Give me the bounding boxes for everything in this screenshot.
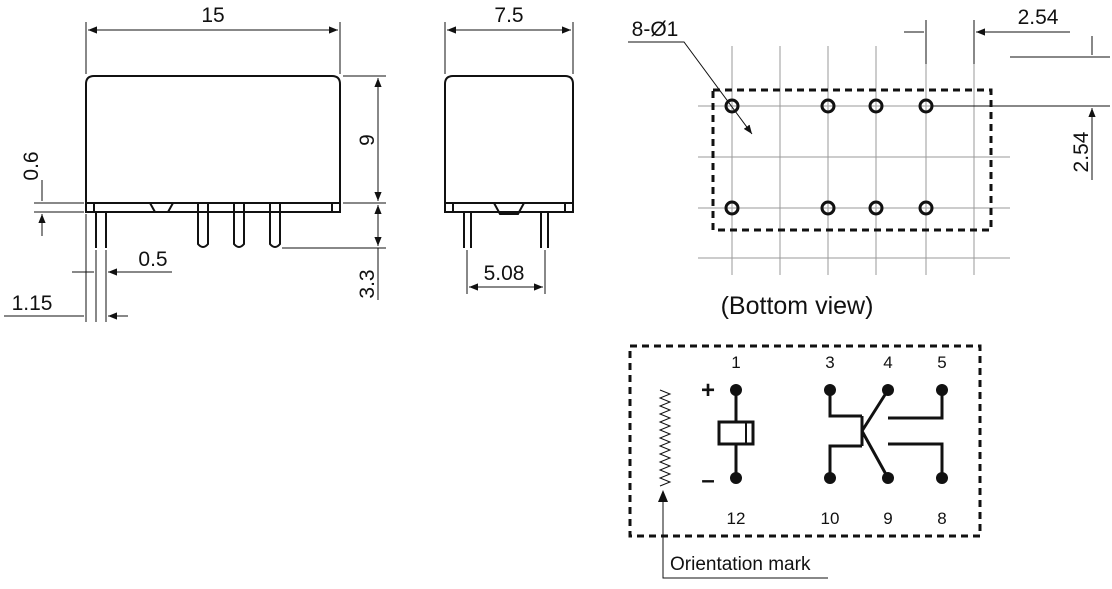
front-pin-3 xyxy=(269,203,281,248)
orientation-leader xyxy=(662,497,828,579)
side-pin-right xyxy=(540,212,549,248)
pin-number: 12 xyxy=(727,509,746,528)
pin-number: 9 xyxy=(883,509,892,528)
dim-row-spacing-label: 5.08 xyxy=(484,262,525,285)
side-view: 7.5 5.08 xyxy=(444,4,574,294)
pad-hole xyxy=(724,200,740,216)
dim-pitch-x-label: 2.54 xyxy=(1018,6,1059,29)
dim-15-ext xyxy=(85,22,341,74)
pin-number: 10 xyxy=(821,509,840,528)
pin-dot xyxy=(882,472,894,484)
front-view: 15 9 3.3 0.6 0.5 1.15 xyxy=(4,4,386,322)
side-body xyxy=(444,75,574,213)
front-base-notch xyxy=(149,202,174,213)
pin-dot xyxy=(824,472,836,484)
pin-number: 3 xyxy=(825,353,834,372)
orientation-mark xyxy=(658,389,672,487)
bottom-outline xyxy=(711,88,993,232)
front-pin-2 xyxy=(233,203,245,248)
pin-dot xyxy=(882,384,894,396)
side-pin-left xyxy=(463,212,472,248)
pad-hole xyxy=(868,98,884,114)
side-base xyxy=(445,202,573,212)
pin-number: 1 xyxy=(731,353,740,372)
dim-pitch-y-ext xyxy=(932,56,1110,107)
dim-0-5-ext xyxy=(95,250,107,322)
hole-count-label: 8-Ø1 xyxy=(632,18,679,41)
coil-symbol xyxy=(717,420,755,446)
layout-grid xyxy=(698,46,1010,275)
orientation-arrow xyxy=(658,490,668,502)
front-base xyxy=(86,202,340,213)
dim-5-08-ext xyxy=(466,250,546,294)
pin-dot xyxy=(936,384,948,396)
orientation-label: Orientation mark xyxy=(670,554,811,575)
front-pin-left xyxy=(95,212,107,248)
pad-hole xyxy=(918,200,934,216)
pin-number: 4 xyxy=(883,353,892,372)
pin-dot xyxy=(730,472,742,484)
dim-pin-width-label: 0.5 xyxy=(138,248,167,271)
pad-hole xyxy=(820,200,836,216)
hole-leader xyxy=(628,41,753,135)
schematic: Orientation mark + – 1 3 4 5 12 10 9 8 xyxy=(628,344,982,579)
contact-wires xyxy=(828,389,944,479)
dim-standoff-label: 0.6 xyxy=(20,151,43,180)
dim-pin-offset-label: 1.15 xyxy=(12,292,53,315)
pad-hole xyxy=(724,98,740,114)
dim-height-label: 9 xyxy=(356,134,379,146)
pad-hole xyxy=(820,98,836,114)
dim-pitch-x-ext xyxy=(925,20,975,64)
pin-number: 8 xyxy=(937,509,946,528)
front-body xyxy=(85,75,341,213)
dim-pin-length-label: 3.3 xyxy=(356,269,379,298)
side-base-notch xyxy=(493,202,525,215)
bottom-view-label: (Bottom view) xyxy=(721,292,874,320)
dim-pitch-y-label: 2.54 xyxy=(1070,131,1093,172)
dim-width-label: 7.5 xyxy=(494,4,523,27)
dim-7-5-ext xyxy=(444,22,574,74)
pin-number: 5 xyxy=(937,353,946,372)
dim-length-label: 15 xyxy=(201,4,224,27)
pin-dot xyxy=(824,384,836,396)
pad-hole xyxy=(868,200,884,216)
dim-0-6-ext xyxy=(34,202,84,213)
front-pin-1 xyxy=(197,203,209,248)
coil-plus: + xyxy=(701,377,715,404)
coil-minus: – xyxy=(701,467,714,494)
pin-dot xyxy=(730,384,742,396)
schematic-outline xyxy=(628,344,982,538)
bottom-view: 8-Ø1 2.54 2.54 (Bottom view) xyxy=(628,6,1110,320)
pin-dot xyxy=(936,472,948,484)
dim-9-ext xyxy=(343,75,386,204)
